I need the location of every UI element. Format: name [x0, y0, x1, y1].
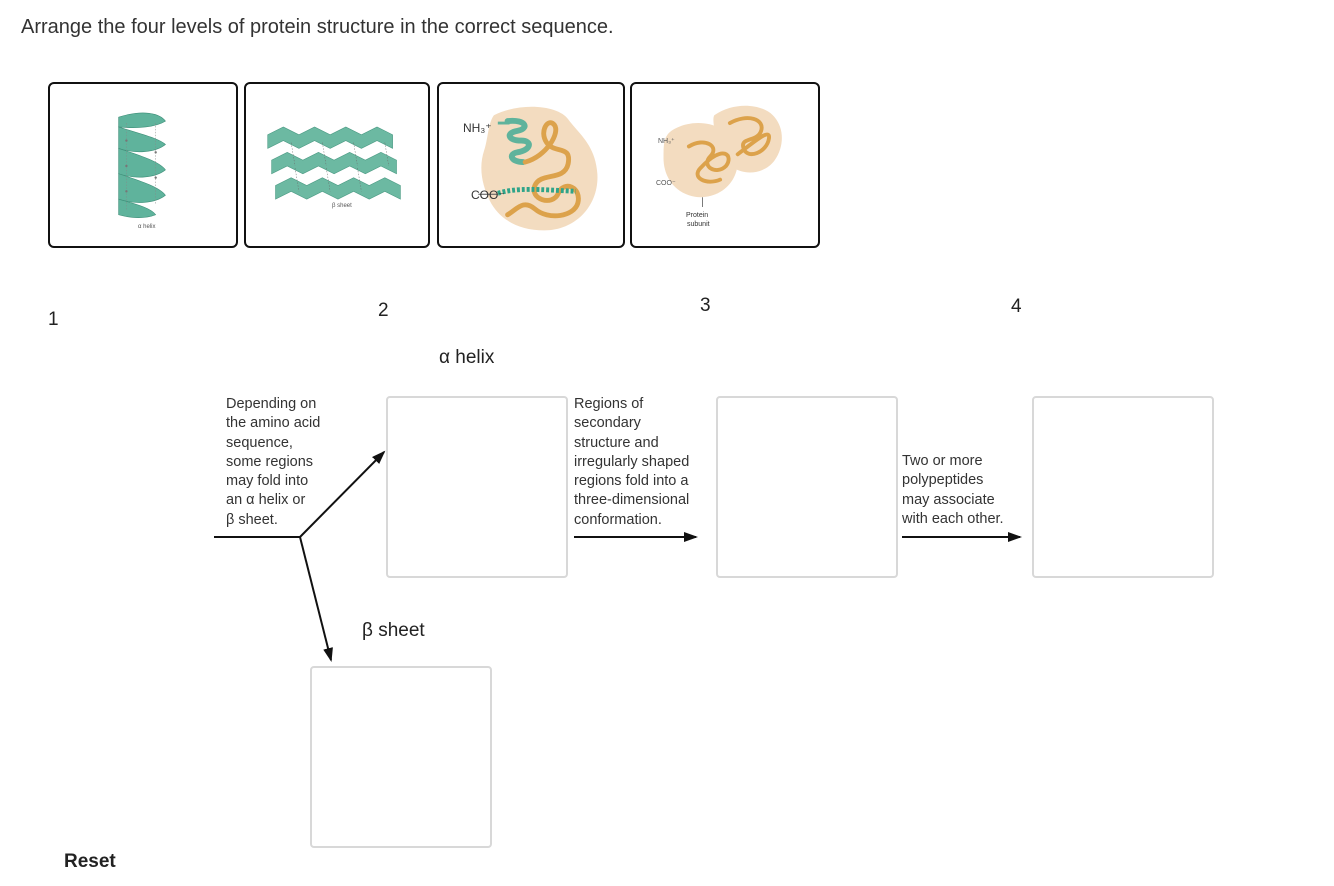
desc-line: regions fold into a	[574, 473, 689, 490]
beta-sheet-label: β sheet	[362, 620, 425, 641]
desc-line: an α helix or	[226, 492, 306, 509]
desc-line: Depending on	[226, 396, 317, 412]
tertiary-structure-illustration	[478, 106, 598, 231]
tile-beta-sheet[interactable]: β sheet	[244, 82, 430, 248]
protein-subunit-label-2: subunit	[687, 221, 710, 228]
desc-line: structure and	[574, 434, 659, 451]
coo-terminus-label: COO⁻	[471, 188, 505, 202]
level-number-2: 2	[378, 300, 389, 321]
secondary-structure-description: Depending on the amino acid sequence, so…	[226, 395, 320, 530]
question-prompt: Arrange the four levels of protein struc…	[21, 16, 614, 38]
nh3-terminus-label: NH₃⁺	[463, 121, 492, 135]
quaternary-nh3-label: NH₃⁺	[658, 138, 675, 145]
drop-zone-alpha-helix[interactable]	[386, 396, 568, 578]
desc-line: the amino acid	[226, 415, 321, 432]
tile-quaternary-structure[interactable]: NH₃⁺ COO⁻ Protein subunit	[630, 82, 820, 248]
level-number-3: 3	[700, 295, 711, 316]
desc-line: some regions	[226, 453, 314, 470]
desc-line: conformation.	[574, 511, 662, 528]
quaternary-structure-illustration	[663, 105, 782, 207]
level-number-1: 1	[48, 309, 59, 330]
desc-line: Two or more	[902, 453, 983, 469]
desc-line: Regions of	[574, 396, 644, 412]
beta-sheet-illustration	[267, 126, 401, 200]
tile-tertiary-structure[interactable]: NH₃⁺ COO⁻	[437, 82, 625, 248]
quaternary-coo-label: COO⁻	[656, 180, 676, 187]
tile-caption-beta: β sheet	[332, 203, 352, 209]
reset-button[interactable]: Reset	[64, 851, 116, 872]
desc-line: with each other.	[902, 510, 1004, 527]
protein-subunit-label-1: Protein	[686, 212, 709, 219]
tile-alpha-helix[interactable]: α helix	[48, 82, 238, 248]
desc-line: β sheet.	[226, 511, 278, 528]
drop-zone-tertiary[interactable]	[716, 396, 898, 578]
drop-zone-quaternary[interactable]	[1032, 396, 1214, 578]
desc-line: secondary	[574, 415, 641, 432]
tertiary-structure-description: Regions of secondary structure and irreg…	[574, 395, 689, 530]
alpha-helix-label: α helix	[439, 347, 495, 368]
level-number-4: 4	[1011, 296, 1022, 317]
arrow-to-beta-sheet	[299, 536, 333, 662]
tile-caption-alpha: α helix	[138, 224, 156, 230]
desc-line: polypeptides	[902, 472, 984, 489]
drop-zone-beta-sheet[interactable]	[310, 666, 492, 848]
desc-line: three-dimensional	[574, 492, 690, 509]
desc-line: may fold into	[226, 473, 309, 490]
quaternary-structure-description: Two or more polypeptides may associate w…	[902, 452, 1004, 529]
alpha-helix-illustration	[118, 112, 166, 218]
desc-line: may associate	[902, 491, 995, 508]
desc-line: sequence,	[226, 434, 293, 451]
desc-line: irregularly shaped	[574, 453, 690, 470]
